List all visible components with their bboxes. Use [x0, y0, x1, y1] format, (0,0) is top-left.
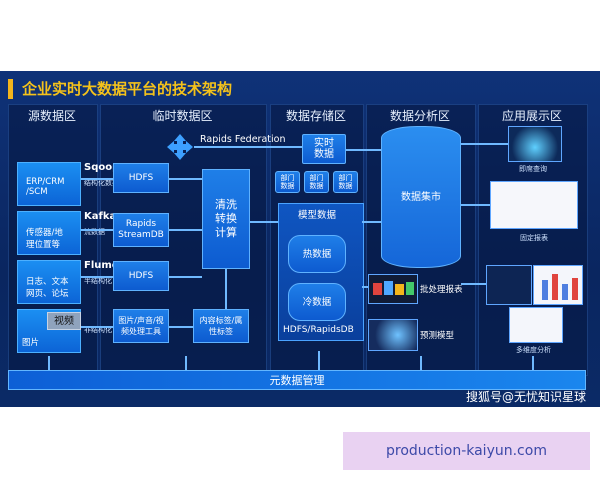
- column-head-temp: 临时数据区: [152, 109, 213, 123]
- adhoc-query-thumbnail: [508, 126, 562, 162]
- type-kafka: Kafka: [84, 211, 117, 222]
- hdfs-rapidsdb: HDFS/RapidsDB: [283, 325, 354, 335]
- arrow-tags-clean: [225, 269, 227, 309]
- predict-model-thumbnail: [368, 319, 418, 351]
- type-flume-sub: 半结构化: [84, 277, 112, 285]
- temp-streamdb: Rapids StreamDB: [113, 213, 169, 247]
- temp-hdfs-2: HDFS: [113, 261, 169, 291]
- type-sqoop-sub: 结构化数据: [84, 179, 119, 187]
- bar-chart-icon: [373, 281, 414, 295]
- fixed-report-thumbnail: [490, 181, 578, 229]
- diagram-title: 企业实时大数据平台的技术架构: [22, 80, 233, 98]
- arrow-media-tags: [169, 326, 193, 328]
- cold-data: 冷数据: [288, 283, 346, 321]
- type-kafka-sub: 流数据: [84, 228, 105, 236]
- type-unstructured-sub: 非结构化: [84, 326, 112, 334]
- type-sqoop: Sqoop: [84, 162, 120, 173]
- arrow-mart-adhoc: [461, 143, 508, 145]
- metadata-management-bar: 元数据管理: [8, 370, 586, 390]
- analysis-thumb-2: [533, 265, 583, 305]
- federation-cross-icon: [167, 134, 193, 160]
- title-accent: [8, 79, 13, 99]
- department-data-3: 部门 数据: [333, 171, 358, 193]
- analysis-thumb-3: [509, 307, 563, 343]
- source-log-label: 日志、文本 网页、论坛: [26, 277, 69, 299]
- meta-link-2: [185, 356, 187, 370]
- column-head-storage: 数据存储区: [285, 109, 346, 123]
- arrow-kafka: [81, 229, 113, 231]
- source-log: 日志、文本 网页、论坛: [17, 260, 81, 304]
- adhoc-query-label: 即席查询: [519, 165, 547, 173]
- temp-hdfs-1: HDFS: [113, 163, 169, 193]
- arrow-storage-batch: [362, 286, 368, 288]
- rapids-federation: Rapids Federation: [200, 134, 286, 145]
- column-head-source: 源数据区: [27, 109, 76, 123]
- column-head-analysis: 数据分析区: [389, 109, 450, 123]
- arrow-hdfs2-clean: [169, 276, 202, 278]
- arrow-federation: [194, 146, 302, 148]
- source-sensor-label: 传感器/地 理位置等: [26, 228, 63, 250]
- arrow-realtime-mart: [346, 149, 381, 151]
- hot-data: 热数据: [288, 235, 346, 273]
- arrow-flume: [81, 276, 113, 278]
- meta-link-3: [318, 351, 320, 370]
- source-image-label: 图片: [22, 338, 40, 348]
- footer-domain-text: production-kaiyun.com: [386, 443, 547, 459]
- footer-highlight: [343, 432, 590, 470]
- bar-chart-icon: [542, 274, 578, 300]
- content-tags: 内容标签/属 性标签: [193, 309, 249, 343]
- arrow-streamdb-clean: [169, 229, 202, 231]
- source-sensor: 传感器/地 理位置等: [17, 211, 81, 255]
- clean-transform-compute: 清洗 转换 计算: [202, 169, 250, 269]
- source-erp: ERP/CRM /SCM: [17, 162, 81, 206]
- source-erp-label: ERP/CRM /SCM: [26, 177, 65, 197]
- arrow-sqoop: [81, 178, 113, 180]
- column-head-app: 应用展示区: [501, 109, 562, 123]
- analysis-thumb-1: [486, 265, 532, 305]
- batch-report-label: 批处理报表: [420, 285, 463, 295]
- video-badge: 视频: [47, 312, 81, 330]
- arrow-hdfs-clean: [169, 178, 202, 180]
- fixed-report-label: 固定报表: [520, 234, 548, 242]
- architecture-diagram: 企业实时大数据平台的技术架构 源数据区 临时数据区 数据存储区 数据分析区 应用…: [0, 71, 600, 407]
- realtime-data: 实时 数据: [302, 134, 346, 164]
- arrow-mart-report: [461, 204, 490, 206]
- batch-report-thumbnail: [368, 274, 418, 304]
- arrow-mart-analysis: [461, 283, 486, 285]
- temp-media-tool: 图片/声音/视 频处理工具: [113, 309, 169, 343]
- department-data-2: 部门 数据: [304, 171, 329, 193]
- meta-link-5: [532, 356, 534, 370]
- department-data-1: 部门 数据: [275, 171, 300, 193]
- meta-link-4: [420, 356, 422, 370]
- predict-model-label: 预测模型: [420, 331, 455, 341]
- arrow-clean-storage: [250, 221, 278, 223]
- multi-dim-analysis-label: 多维度分析: [516, 346, 551, 354]
- arrow-model-mart: [362, 221, 381, 223]
- type-flume: Flume: [84, 260, 119, 271]
- data-mart: 数据集市: [381, 126, 461, 268]
- arrow-unstructured: [81, 326, 113, 328]
- watermark: 搜狐号@无忧知识星球: [465, 390, 586, 404]
- meta-link-1: [48, 356, 50, 370]
- model-data-label: 模型数据: [298, 210, 337, 221]
